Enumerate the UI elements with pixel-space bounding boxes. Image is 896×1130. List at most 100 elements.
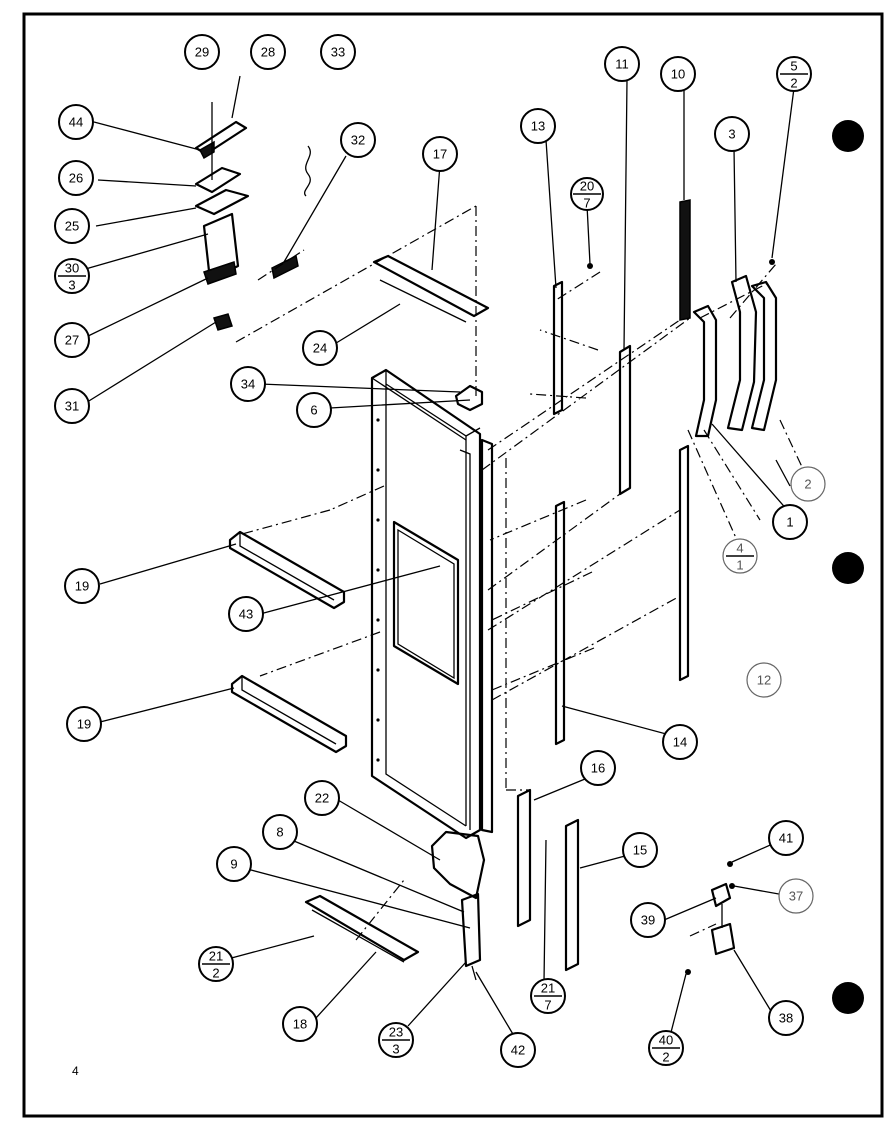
part-39-bracket <box>710 882 732 908</box>
callout-1: 1 <box>772 504 808 540</box>
svg-text:21: 21 <box>209 949 223 964</box>
callout-21-7: 217 <box>530 978 566 1014</box>
callout-18: 18 <box>282 1006 318 1042</box>
part-38-bracket <box>710 922 736 956</box>
svg-text:3: 3 <box>68 278 75 293</box>
part-34-hinge-bracket <box>454 384 484 412</box>
svg-text:13: 13 <box>531 119 545 134</box>
part-12-strip <box>678 444 690 682</box>
svg-text:22: 22 <box>315 791 329 806</box>
callout-28: 28 <box>250 34 286 70</box>
part-5-screw <box>769 259 775 265</box>
svg-text:4: 4 <box>736 541 743 556</box>
svg-text:34: 34 <box>241 377 255 392</box>
callout-12: 12 <box>746 662 782 698</box>
part-41-screw <box>727 861 733 867</box>
callout-23-3: 233 <box>378 1022 414 1058</box>
svg-text:23: 23 <box>389 1025 403 1040</box>
callout-30-3: 303 <box>54 258 90 294</box>
callout-21-2: 212 <box>198 946 234 982</box>
svg-text:11: 11 <box>615 57 629 72</box>
svg-text:24: 24 <box>313 341 327 356</box>
callout-20-7: 207 <box>570 177 604 211</box>
svg-text:14: 14 <box>673 735 687 750</box>
svg-text:28: 28 <box>261 45 275 60</box>
svg-text:12: 12 <box>757 673 771 688</box>
svg-text:2: 2 <box>662 1050 669 1065</box>
svg-text:44: 44 <box>69 115 83 130</box>
callout-31: 31 <box>54 388 90 424</box>
svg-text:2: 2 <box>804 477 811 492</box>
svg-text:7: 7 <box>583 196 590 211</box>
svg-text:15: 15 <box>633 843 647 858</box>
part-1-handle <box>692 304 718 438</box>
svg-text:42: 42 <box>511 1043 525 1058</box>
svg-text:29: 29 <box>195 45 209 60</box>
svg-text:30: 30 <box>65 261 79 276</box>
callout-42: 42 <box>500 1032 536 1068</box>
binder-hole-bottom <box>832 982 864 1014</box>
alignment-lines <box>235 205 811 941</box>
svg-text:19: 19 <box>75 579 89 594</box>
top-hinge-assembly <box>194 75 250 331</box>
svg-text:8: 8 <box>276 825 283 840</box>
svg-text:3: 3 <box>392 1042 399 1057</box>
callout-22: 22 <box>304 780 340 816</box>
svg-text:32: 32 <box>351 133 365 148</box>
svg-text:17: 17 <box>433 147 447 162</box>
callout-6: 6 <box>296 392 332 428</box>
callout-41: 41 <box>768 820 804 856</box>
svg-text:19: 19 <box>77 717 91 732</box>
part-40-screw <box>685 969 691 975</box>
callout-4-1: 41 <box>722 538 758 574</box>
svg-text:5: 5 <box>790 59 797 74</box>
svg-text:1: 1 <box>786 515 793 530</box>
binder-hole-top <box>832 120 864 152</box>
svg-text:2: 2 <box>790 76 797 91</box>
part-23-lower-hinge <box>460 892 482 968</box>
callout-34: 34 <box>230 366 266 402</box>
svg-text:21: 21 <box>541 981 555 996</box>
callout-40-2: 402 <box>648 1030 684 1066</box>
callout-19-lower: 19 <box>66 706 102 742</box>
part-42-pin <box>471 965 477 981</box>
part-11-trim <box>618 344 632 496</box>
svg-text:2: 2 <box>212 966 219 981</box>
callout-17: 17 <box>422 136 458 172</box>
part-16-strip <box>516 788 532 928</box>
callout-24: 24 <box>302 330 338 366</box>
svg-text:38: 38 <box>779 1011 793 1026</box>
part-14-strip <box>554 500 566 746</box>
callout-37: 37 <box>778 878 814 914</box>
callout-26: 26 <box>58 160 94 196</box>
svg-text:9: 9 <box>230 857 237 872</box>
svg-text:31: 31 <box>65 399 79 414</box>
part-20-screw <box>587 263 593 269</box>
svg-text:6: 6 <box>310 403 317 418</box>
callout-3: 3 <box>714 116 750 152</box>
part-3-handle <box>726 274 758 432</box>
callout-38: 38 <box>768 1000 804 1036</box>
svg-text:26: 26 <box>69 171 83 186</box>
part-13-trim <box>552 280 564 416</box>
callout-11: 11 <box>604 46 640 82</box>
callout-9: 9 <box>216 846 252 882</box>
page-border <box>22 12 884 1118</box>
svg-text:18: 18 <box>293 1017 307 1032</box>
svg-text:37: 37 <box>789 889 803 904</box>
callout-44: 44 <box>58 104 94 140</box>
svg-text:1: 1 <box>736 558 743 573</box>
callout-5-2: 52 <box>776 56 812 92</box>
part-24-cap-strip <box>379 279 467 323</box>
part-18-bottom-bracket <box>304 894 420 962</box>
callout-33: 33 <box>320 34 356 70</box>
callout-15: 15 <box>622 832 658 868</box>
callout-25: 25 <box>54 208 90 244</box>
svg-text:7: 7 <box>544 998 551 1013</box>
svg-text:20: 20 <box>580 179 594 194</box>
binder-hole-middle <box>832 552 864 584</box>
svg-text:16: 16 <box>591 761 605 776</box>
leader-lines <box>81 79 797 1047</box>
part-5-handle <box>750 280 778 432</box>
